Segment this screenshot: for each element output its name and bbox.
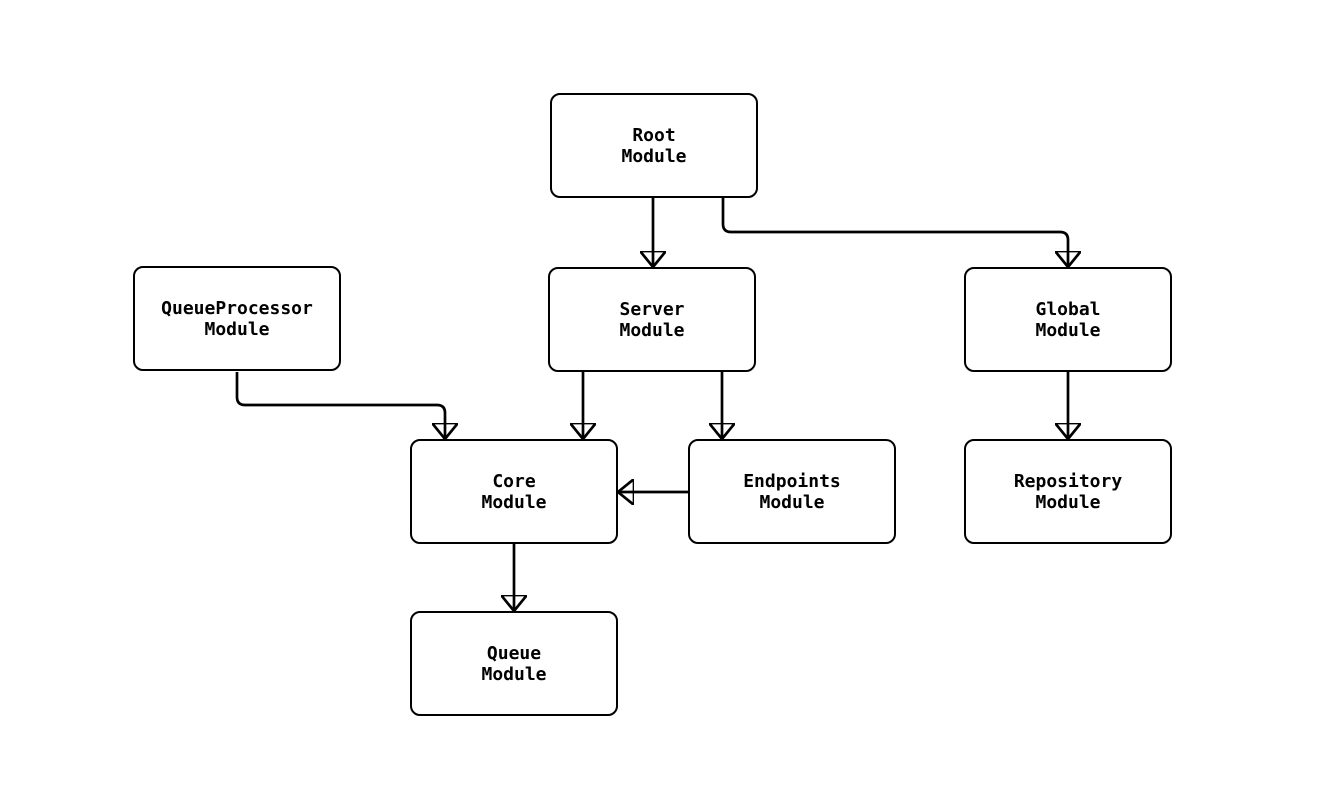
edge-queueprocessor-to-core [235,372,445,439]
node-endpoints-module: Endpoints Module [688,439,896,544]
node-repository-module: Repository Module [964,439,1172,544]
node-core-module: Core Module [410,439,618,544]
node-global-module: Global Module [964,267,1172,372]
node-label-line1: QueueProcessor [161,297,313,319]
node-queue-module: Queue Module [410,611,618,716]
node-label-line1: Core [492,470,536,492]
node-label-line2: Module [481,663,547,685]
node-label-line1: Endpoints [743,470,841,492]
node-label-line1: Queue [486,642,542,664]
node-root-module: Root Module [550,93,758,198]
node-label-line1: Server [619,298,685,320]
node-label-line2: Module [1035,491,1101,513]
node-label-line2: Module [481,491,547,513]
node-label-line2: Module [619,319,685,341]
node-label-line2: Module [621,145,687,167]
node-server-module: Server Module [548,267,756,372]
node-label-line2: Module [204,318,270,340]
node-label-line1: Repository [1013,470,1123,492]
node-label-line1: Global [1035,298,1101,320]
node-label-line2: Module [759,491,825,513]
edge-root-to-global [721,197,1068,267]
node-queueprocessor-module: QueueProcessor Module [133,266,341,371]
node-label-line2: Module [1035,319,1101,341]
node-label-line1: Root [632,124,676,146]
